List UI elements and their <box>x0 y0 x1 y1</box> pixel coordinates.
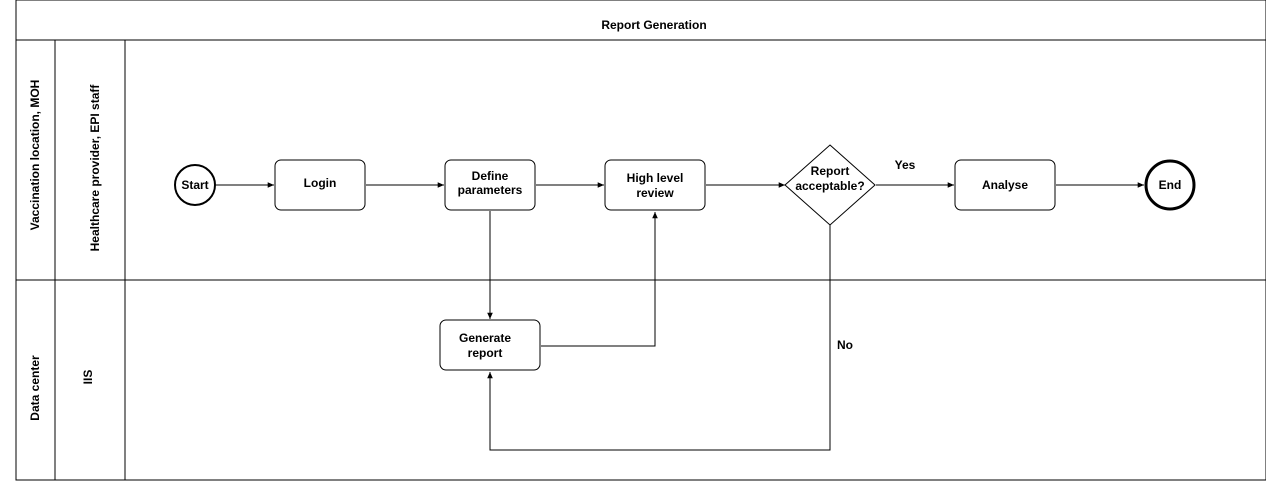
edge-label-no: No <box>837 338 853 352</box>
lane-label-top: Healthcare provider, EPI staff <box>88 84 102 252</box>
task-login-label: Login <box>304 176 337 190</box>
task-analyse <box>954 159 1056 211</box>
pool-label-top: Vaccination location, MOH <box>28 80 42 231</box>
start-event <box>174 164 216 206</box>
edge-label-yes: Yes <box>895 158 916 172</box>
gateway-report-acceptable <box>784 144 876 226</box>
task-generate-label-line1: Generate <box>459 331 511 345</box>
task-analyse-label: Analyse <box>982 178 1028 192</box>
task-high-level-review <box>604 159 706 211</box>
task-review-label-line2: review <box>636 186 674 200</box>
start-event-label: Start <box>181 178 208 192</box>
task-define-label-line2: parameters <box>458 183 523 197</box>
diagram-title: Report Generation <box>601 18 706 32</box>
end-event-label: End <box>1159 178 1182 192</box>
task-review-label-line1: High level <box>627 171 684 185</box>
task-generate-report <box>439 319 541 371</box>
task-define-parameters <box>444 159 536 211</box>
task-login <box>274 159 366 211</box>
edge-decision-generate <box>487 225 831 451</box>
edge-generate-review <box>541 212 658 347</box>
pool-label-bottom: Data center <box>28 355 42 421</box>
gateway-label-line2: acceptable? <box>795 179 864 193</box>
task-generate-label-line2: report <box>468 346 503 360</box>
lane-label-bottom: IIS <box>81 370 95 385</box>
gateway-label-line1: Report <box>811 164 850 178</box>
task-define-label-line1: Define <box>472 169 509 183</box>
pool-frame <box>15 0 1266 481</box>
end-event <box>1144 159 1196 211</box>
